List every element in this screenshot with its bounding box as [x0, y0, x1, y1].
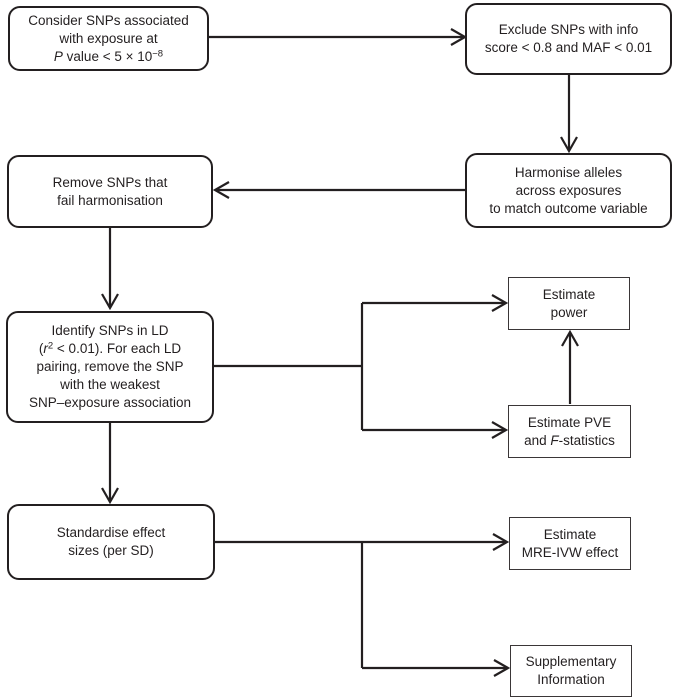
node-estimate-mre-ivw-effect: Estimate MRE-IVW effect	[509, 517, 631, 570]
node-text-line: to match outcome variable	[489, 200, 648, 216]
node-text-line: Estimate PVE	[527, 414, 612, 430]
node-remove-failed-snps: Remove SNPs that fail harmonisation	[7, 155, 213, 228]
node-text-line: Identify SNPs in LD	[51, 323, 169, 338]
node-text-line: power	[550, 304, 588, 320]
node-text-line: Harmonise alleles	[514, 164, 623, 180]
node-text-line: with exposure at	[59, 30, 158, 46]
node-estimate-pve-fstatistics: Estimate PVE and F-statistics	[508, 405, 631, 458]
node-text-line: (r2 < 0.01). For each LD	[38, 340, 182, 356]
node-text-line: across exposures	[515, 182, 622, 198]
node-text-line: pairing, remove the SNP	[36, 359, 184, 374]
node-text-line: Information	[537, 672, 605, 687]
node-text-line: Consider SNPs associated	[28, 12, 189, 28]
node-harmonise-alleles: Harmonise alleles across exposures to ma…	[465, 153, 672, 228]
node-text-line: Estimate	[542, 286, 596, 302]
node-text-line: P value < 5 × 10−8	[53, 48, 164, 64]
node-text-line: MRE-IVW effect	[521, 544, 619, 560]
node-exclude-snps: Exclude SNPs with info score < 0.8 and M…	[465, 3, 672, 75]
node-text-line: Standardise effect	[56, 525, 166, 540]
node-text-line: SNP–exposure association	[28, 395, 192, 410]
node-identify-ld-snps: Identify SNPs in LD (r2 < 0.01). For eac…	[6, 311, 214, 423]
node-supplementary-information: Supplementary Information	[510, 645, 632, 697]
node-text-line: fail harmonisation	[57, 192, 163, 208]
node-consider-snps: Consider SNPs associated with exposure a…	[8, 6, 209, 71]
node-text-line: with the weakest	[60, 377, 160, 392]
node-text-line: Remove SNPs that	[52, 174, 168, 190]
node-text-line: sizes (per SD)	[68, 543, 154, 558]
node-text-line: Exclude SNPs with info	[498, 22, 639, 37]
node-standardise-effect-sizes: Standardise effect sizes (per SD)	[7, 504, 215, 580]
node-text-line: Estimate	[543, 526, 597, 542]
node-text-line: Supplementary	[525, 654, 617, 669]
node-estimate-power: Estimate power	[508, 277, 630, 330]
node-text-line: score < 0.8 and MAF < 0.01	[484, 40, 653, 55]
node-text-line: and F-statistics	[524, 432, 615, 448]
